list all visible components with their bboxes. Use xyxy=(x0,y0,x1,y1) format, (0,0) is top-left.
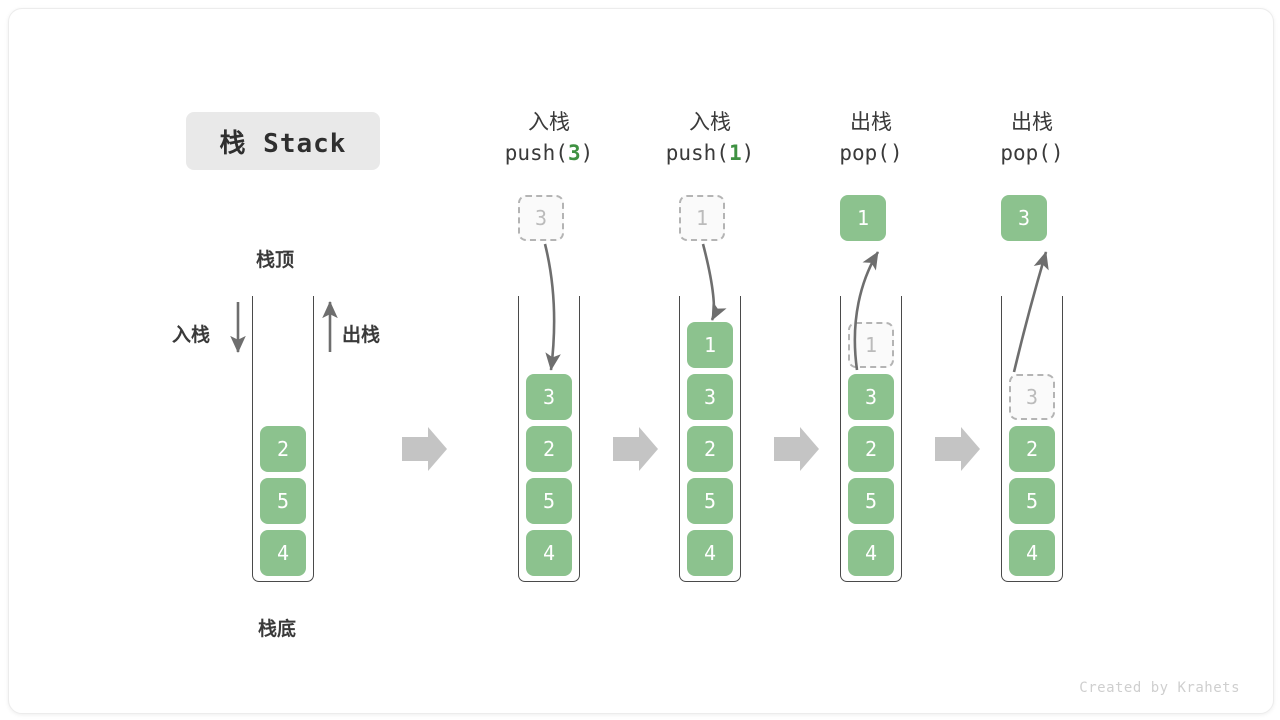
title-badge: 栈 Stack xyxy=(186,112,380,170)
step-3-box: 5 xyxy=(848,478,894,524)
credit-text: Created by Krahets xyxy=(1079,680,1240,696)
step-2-stack-tube xyxy=(679,296,741,582)
step-4-box: 3 xyxy=(1009,374,1055,420)
step-3-box: 1 xyxy=(848,322,894,368)
step-2-box: 4 xyxy=(687,530,733,576)
step-2-floating-box: 1 xyxy=(679,195,725,241)
step-2-header: 入栈 push(1) xyxy=(625,108,795,169)
step-1-floating-box: 3 xyxy=(518,195,564,241)
step-3-box: 3 xyxy=(848,374,894,420)
step-1-box: 4 xyxy=(526,530,572,576)
step-1-operation-arg: 3 xyxy=(567,141,581,166)
main-stack-box: 2 xyxy=(260,426,306,472)
step-2-box: 2 xyxy=(687,426,733,472)
step-4-box: 5 xyxy=(1009,478,1055,524)
step-4-operation: pop() xyxy=(1000,141,1064,166)
step-1-title: 入栈 xyxy=(528,111,570,134)
step-4-box: 4 xyxy=(1009,530,1055,576)
main-pop-label: 出栈 xyxy=(342,325,381,346)
step-1-box: 2 xyxy=(526,426,572,472)
step-3-stack-tube xyxy=(840,296,902,582)
step-3-operation: pop() xyxy=(839,141,903,166)
step-2-operation-arg: 1 xyxy=(728,141,742,166)
step-2-operation: push(1) xyxy=(665,141,755,166)
step-2-box: 1 xyxy=(687,322,733,368)
step-3-floating-box: 1 xyxy=(840,195,886,241)
step-1-box: 5 xyxy=(526,478,572,524)
step-4-floating-box: 3 xyxy=(1001,195,1047,241)
step-1-box: 3 xyxy=(526,374,572,420)
step-3-box: 4 xyxy=(848,530,894,576)
step-3-box: 2 xyxy=(848,426,894,472)
step-1-stack-tube xyxy=(518,296,580,582)
main-stack-tube xyxy=(252,296,314,582)
step-4-header: 出栈 pop() xyxy=(947,108,1117,169)
step-3-title: 出栈 xyxy=(850,111,892,134)
step-3-header: 出栈 pop() xyxy=(786,108,956,169)
step-4-box: 2 xyxy=(1009,426,1055,472)
step-4-title: 出栈 xyxy=(1011,111,1053,134)
step-1-operation: push(3) xyxy=(504,141,594,166)
step-1-header: 入栈 push(3) xyxy=(464,108,634,169)
stack-top-label: 栈顶 xyxy=(256,250,295,271)
main-push-label: 入栈 xyxy=(172,325,211,346)
main-stack-box: 4 xyxy=(260,530,306,576)
stack-bottom-label: 栈底 xyxy=(258,619,297,640)
step-2-box: 5 xyxy=(687,478,733,524)
step-2-title: 入栈 xyxy=(689,111,731,134)
step-4-stack-tube xyxy=(1001,296,1063,582)
step-2-box: 3 xyxy=(687,374,733,420)
main-stack-box: 5 xyxy=(260,478,306,524)
